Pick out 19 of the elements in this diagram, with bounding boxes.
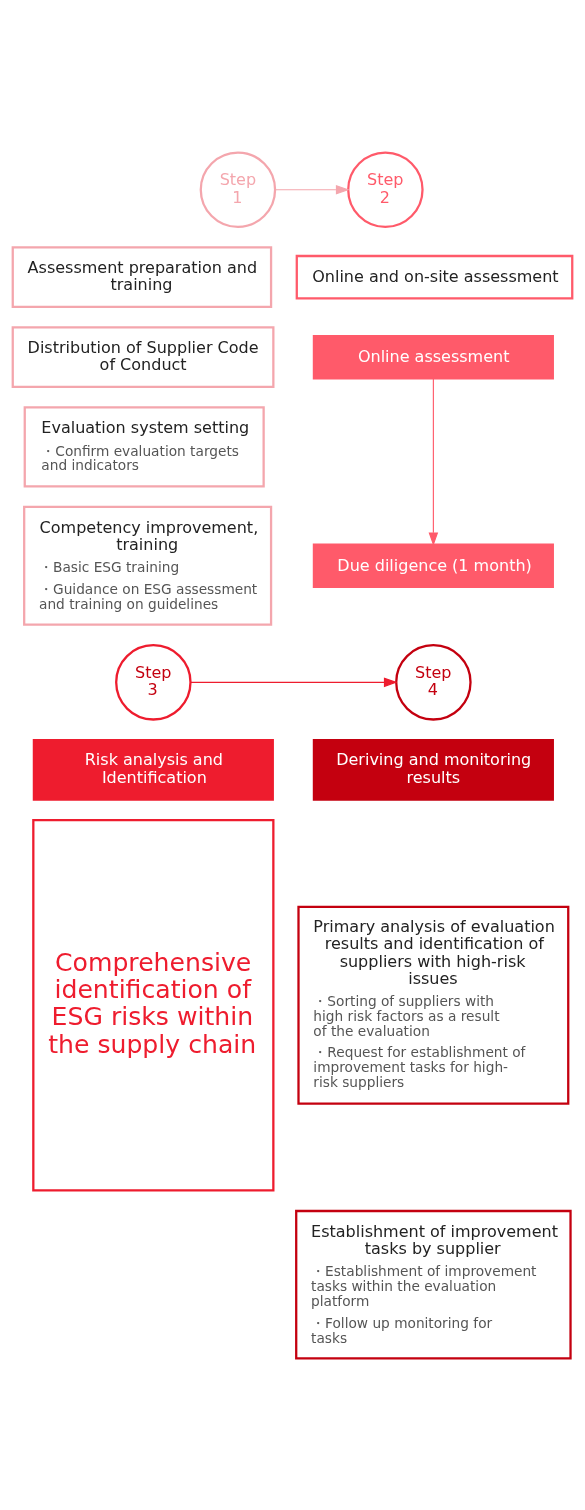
- node-circle: Step 4: [395, 643, 472, 721]
- node-box: Assessment preparation and training: [11, 245, 273, 308]
- node-circle: Step 3: [115, 643, 192, 721]
- node-box: Risk analysis and Identification: [32, 738, 274, 801]
- arrow: [274, 184, 350, 195]
- node-box: Due diligence (1 month): [312, 542, 554, 588]
- node-box: Distribution of Supplier Code of Conduct: [11, 325, 275, 388]
- node-circle: Step 1: [199, 150, 277, 228]
- node-circle: Step 2: [347, 150, 424, 228]
- node-box: Evaluation system setting ・Confirm evaluation targets and indicators: [23, 405, 265, 487]
- node-box: Comprehensive identification of ESG risks within the supply chain: [32, 818, 275, 1192]
- arrow: [428, 377, 439, 546]
- node-box: Primary analysis of evaluation results and identification of suppliers with high-risk issues ・Sorting of suppliers with high risk factors as a result of the evaluation ・Request for establishment of improvement tasks for high-risk suppliers: [297, 905, 570, 1105]
- node-box: Competency improvement, training ・Basic ESG training ・Guidance on ESG assessment and training on guidelines: [23, 505, 273, 626]
- node-box: Online assessment: [312, 334, 554, 379]
- node-box: Establishment of improvement tasks by supplier ・Establishment of improvement tasks within the evaluation platform ・Follow up monitoring for tasks: [295, 1209, 572, 1360]
- node-box: Online and on-site assessment: [295, 254, 574, 299]
- node-box: Deriving and monitoring results: [312, 738, 554, 801]
- arrow: [189, 677, 398, 687]
